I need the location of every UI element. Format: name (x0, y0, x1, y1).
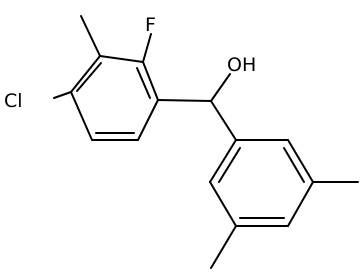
bond-ring1-c3-c4 (70, 55, 101, 93)
bond-c1-carbinol (157, 99, 212, 102)
bond-fluoro (142, 33, 152, 63)
bond-ring1-inner-c3-c4 (76, 62, 102, 92)
left-benzene-ring (70, 55, 159, 141)
bond-ring2-f-a (209, 139, 237, 183)
right-benzene-ring (209, 139, 314, 227)
bond-ring2-b-c (287, 139, 314, 183)
bond-ring2-inner-f-a (218, 147, 241, 183)
bond-ring2-e-f (209, 181, 237, 227)
atom-label-chlorine: Cl (4, 90, 23, 112)
bond-ring1-c4-c5 (70, 91, 93, 141)
bond-ring2-c-d (287, 181, 314, 227)
atom-label-fluorine: F (145, 14, 156, 36)
bond-ring2-inner-b-c (283, 147, 305, 183)
bond-ring1-c2-c3 (99, 55, 144, 63)
bond-ring1-inner-c1-c2 (136, 67, 151, 99)
bond-chloro (53, 91, 72, 99)
bond-methyl-ring1 (80, 15, 101, 57)
atom-label-hydroxyl: OH (227, 54, 256, 76)
bond-carbinol-oh (210, 73, 231, 102)
bond-methyl-ring2-e (210, 225, 237, 269)
bond-carbinol-ring2 (210, 100, 237, 141)
bond-ring1-c6-c1 (137, 99, 159, 141)
bond-ring1-c1-c2 (142, 61, 159, 101)
